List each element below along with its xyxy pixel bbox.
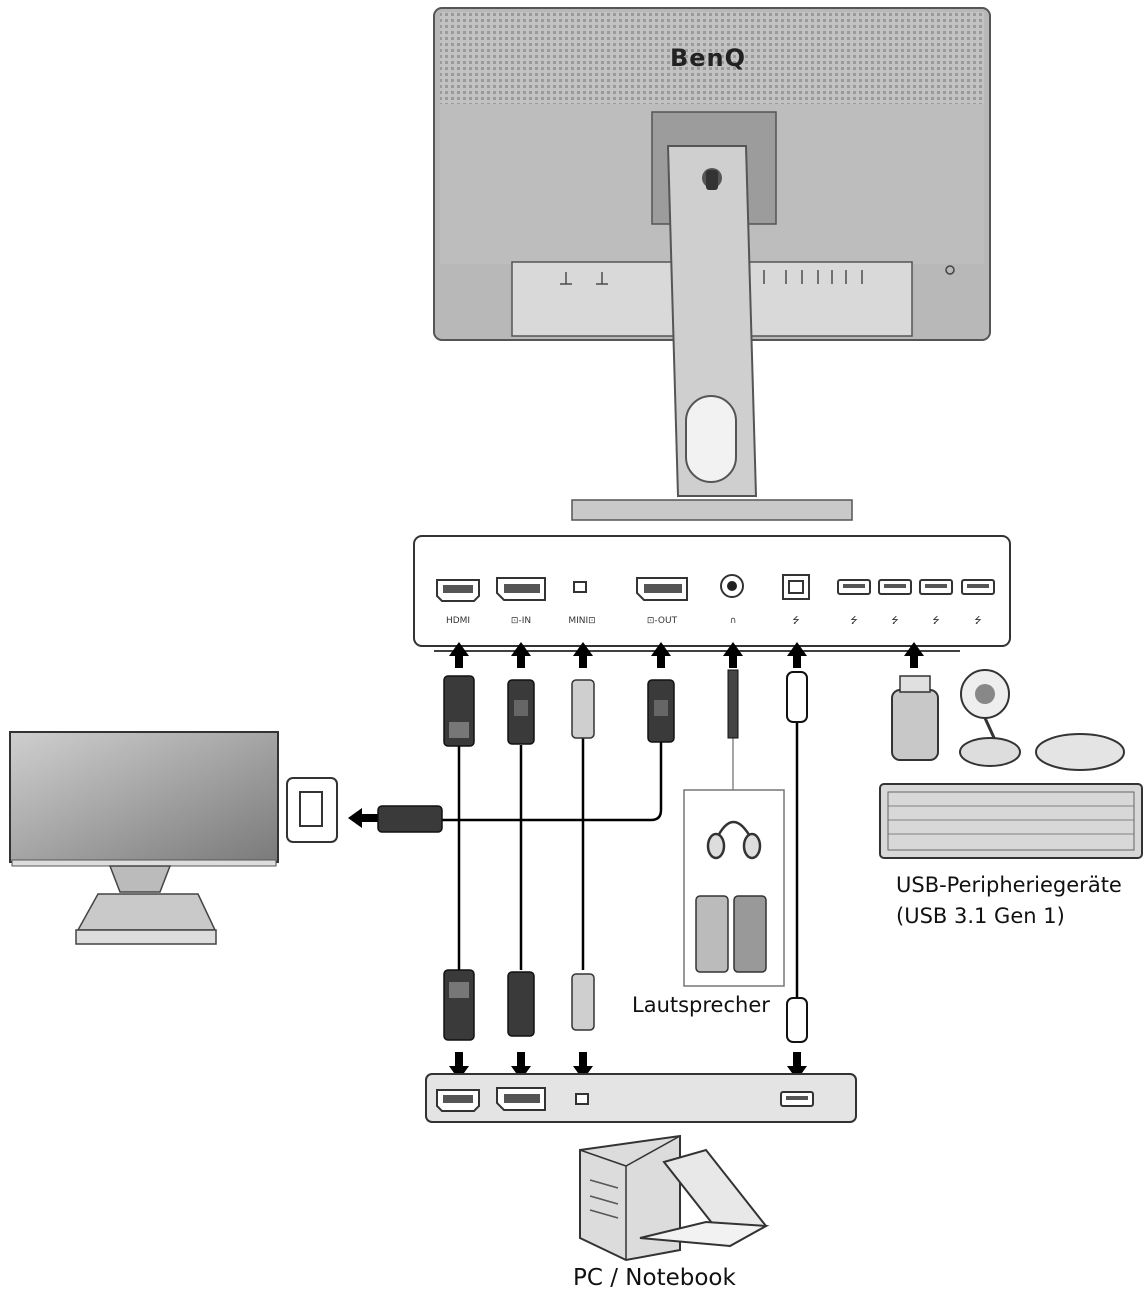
pc-port-panel (426, 1074, 856, 1122)
usb-peripherals-label-line2: (USB 3.1 Gen 1) (896, 901, 1122, 932)
port-label-headphone: ∩ (730, 616, 737, 626)
pc-notebook-icon (580, 1136, 766, 1260)
dp-in-port-icon (497, 578, 545, 600)
port-label-mini-dp: MINI⊡ (568, 616, 595, 626)
second-monitor (10, 732, 278, 944)
mini-dp-port-icon (574, 582, 586, 592)
arrow-to-second-monitor (348, 808, 380, 828)
hdmi-port-icon (437, 580, 479, 601)
usb-a-port-icon (879, 580, 911, 594)
port-label-usb-3: ⭍ (932, 615, 940, 626)
usb-a-port-icon (962, 580, 994, 594)
usb-peripherals (880, 670, 1142, 858)
port-label-dp-out: ⊡-OUT (647, 616, 678, 626)
usb-a-port-icon (838, 580, 870, 594)
brand-logo: BenQ (670, 44, 746, 72)
port-label-usb-1: ⭍ (850, 615, 858, 626)
mouse-icon (1036, 734, 1124, 770)
port-label-usb-up: ⭍ (792, 615, 800, 626)
port-label-dp-in: ⊡-IN (511, 616, 531, 626)
speaker-box (684, 790, 784, 986)
connectors-top (444, 670, 807, 746)
port-label-hdmi: HDMI (446, 616, 470, 626)
webcam-icon (960, 670, 1020, 766)
speakers-label: Lautsprecher (632, 993, 770, 1017)
headphone-jack-icon (721, 575, 743, 597)
usb-upstream-port-icon (783, 575, 809, 599)
usb-a-port-icon (920, 580, 952, 594)
port-label-usb-2: ⭍ (891, 615, 899, 626)
usb-peripherals-label: USB-Peripheriegeräte (USB 3.1 Gen 1) (896, 870, 1122, 932)
second-monitor-dp-port (287, 778, 337, 842)
monitor-port-panel: HDMI ⊡-IN MINI⊡ ⊡-OUT ∩ ⭍ ⭍ ⭍ ⭍ ⭍ (414, 536, 1010, 646)
port-label-usb-4: ⭍ (974, 615, 982, 626)
dp-out-port-icon (637, 578, 687, 600)
dp-out-connector (378, 806, 442, 832)
usb-peripherals-label-line1: USB-Peripheriegeräte (896, 870, 1122, 901)
keyboard-icon (880, 784, 1142, 858)
pc-notebook-label: PC / Notebook (573, 1265, 736, 1291)
usb-stick-icon (892, 690, 938, 760)
